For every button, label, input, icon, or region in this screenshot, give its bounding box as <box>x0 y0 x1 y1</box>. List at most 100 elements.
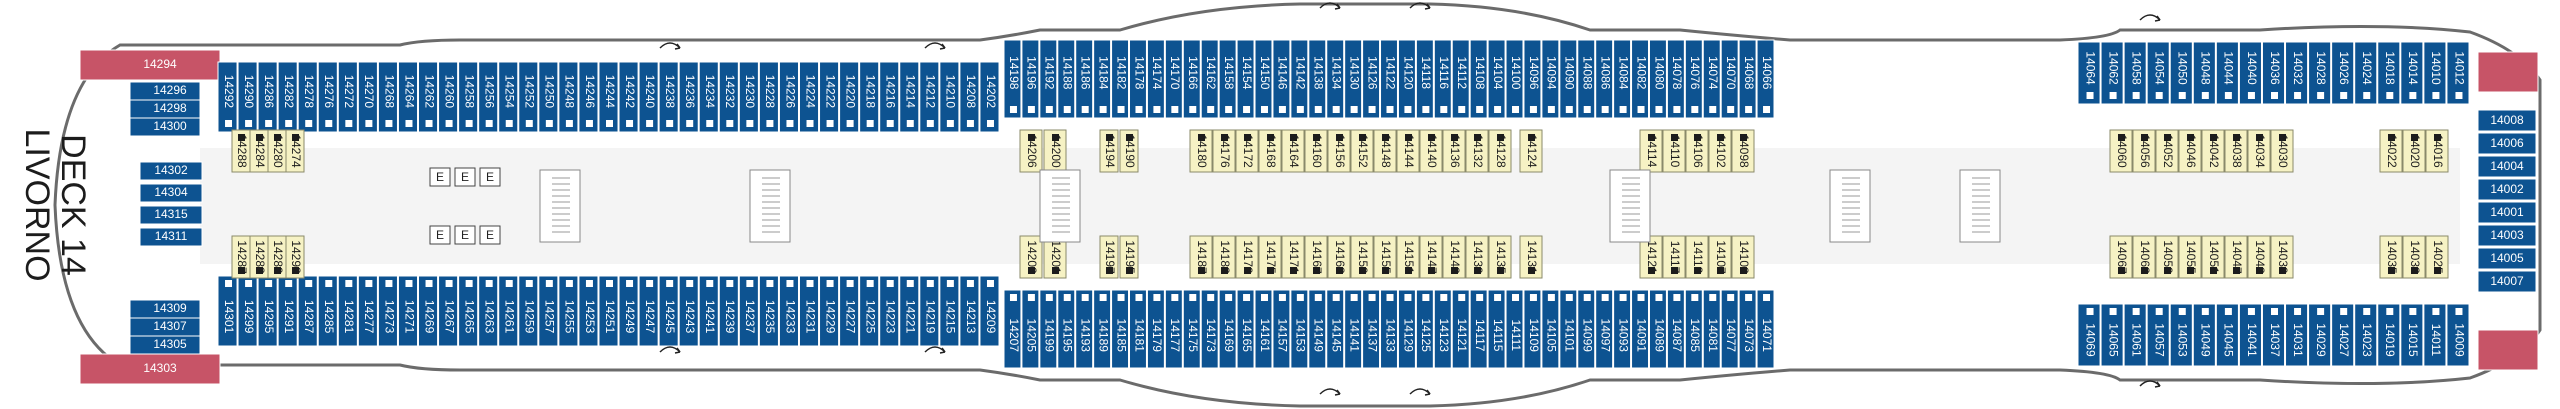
cabin-14046[interactable]: 14046 <box>2178 129 2202 173</box>
cabin-14155[interactable]: 14155 <box>1373 235 1397 279</box>
cabin-14169[interactable]: 14169 <box>1218 289 1237 369</box>
cabin-14202[interactable]: 14202 <box>979 61 1000 133</box>
cabin-14190[interactable]: 14190 <box>1119 129 1139 173</box>
cabin-14208[interactable]: 14208 <box>959 61 980 133</box>
cabin-14063[interactable]: 14063 <box>2132 235 2156 279</box>
cabin-14182[interactable]: 14182 <box>1111 39 1130 119</box>
cabin-14252[interactable]: 14252 <box>518 61 539 133</box>
cabin-14220[interactable]: 14220 <box>839 61 860 133</box>
cabin-14099[interactable]: 14099 <box>1577 289 1596 369</box>
cabin-14232[interactable]: 14232 <box>718 61 739 133</box>
cabin-14273[interactable]: 14273 <box>377 275 398 347</box>
cabin-14274[interactable]: 14274 <box>285 129 305 173</box>
cabin-14011[interactable]: 14011 <box>2423 303 2447 367</box>
cabin-14121[interactable]: 14121 <box>1639 235 1663 279</box>
cabin-14197[interactable]: 14197 <box>1099 235 1119 279</box>
cabin-14108[interactable]: 14108 <box>1469 39 1488 119</box>
cabin-14024[interactable]: 14024 <box>2354 41 2378 105</box>
cabin-14160[interactable]: 14160 <box>1304 129 1328 173</box>
cabin-14311[interactable]: 14311 <box>139 227 203 247</box>
cabin-14117[interactable]: 14117 <box>1469 289 1488 369</box>
cabin-14212[interactable]: 14212 <box>919 61 940 133</box>
cabin-14224[interactable]: 14224 <box>798 61 820 133</box>
cabin-14282[interactable]: 14282 <box>277 61 298 133</box>
cabin-14040[interactable]: 14040 <box>2238 41 2262 105</box>
cabin-14164[interactable]: 14164 <box>1281 129 1305 173</box>
cabin-14090[interactable]: 14090 <box>1559 39 1578 119</box>
cabin-14038[interactable]: 14038 <box>2224 129 2248 173</box>
cabin-14278[interactable]: 14278 <box>297 61 318 133</box>
cabin-14009[interactable]: 14009 <box>2446 303 2470 367</box>
cabin-14109[interactable]: 14109 <box>1523 289 1542 369</box>
cabin-14259[interactable]: 14259 <box>518 275 539 347</box>
cabin-14168[interactable]: 14168 <box>1258 129 1282 173</box>
cabin-14117[interactable]: 14117 <box>1662 235 1686 279</box>
cabin-14047[interactable]: 14047 <box>2224 235 2248 279</box>
cabin-14143[interactable]: 14143 <box>1442 235 1466 279</box>
cabin-14170[interactable]: 14170 <box>1164 39 1183 119</box>
cabin-14175[interactable]: 14175 <box>1182 289 1201 369</box>
cabin-14305[interactable]: 14305 <box>129 335 201 355</box>
cabin-14069[interactable]: 14069 <box>2077 303 2101 367</box>
suite-14012[interactable] <box>2477 51 2539 93</box>
cabin-14120[interactable]: 14120 <box>1397 39 1416 119</box>
cabin-14206[interactable]: 14206 <box>1019 129 1043 173</box>
cabin-14187[interactable]: 14187 <box>1189 235 1213 279</box>
cabin-14104[interactable]: 14104 <box>1487 39 1506 119</box>
cabin-14059[interactable]: 14059 <box>2155 235 2179 279</box>
cabin-14298[interactable]: 14298 <box>129 99 201 119</box>
cabin-14058[interactable]: 14058 <box>2123 41 2147 105</box>
cabin-14304[interactable]: 14304 <box>139 183 203 203</box>
cabin-14118[interactable]: 14118 <box>1415 39 1434 119</box>
cabin-14270[interactable]: 14270 <box>357 61 378 133</box>
cabin-14002[interactable]: 14002 <box>2477 178 2537 201</box>
cabin-14016[interactable]: 14016 <box>2425 129 2449 173</box>
cabin-14179[interactable]: 14179 <box>1235 235 1259 279</box>
cabin-14115[interactable]: 14115 <box>1487 289 1506 369</box>
cabin-14093[interactable]: 14093 <box>1613 289 1632 369</box>
cabin-14073[interactable]: 14073 <box>1738 289 1757 369</box>
cabin-14112[interactable]: 14112 <box>1451 39 1470 119</box>
cabin-14071[interactable]: 14071 <box>1756 289 1775 369</box>
cabin-14027[interactable]: 14027 <box>2331 303 2355 367</box>
cabin-14174[interactable]: 14174 <box>1146 39 1165 119</box>
cabin-14131[interactable]: 14131 <box>1519 235 1543 279</box>
cabin-14005[interactable]: 14005 <box>2477 247 2537 270</box>
cabin-14181[interactable]: 14181 <box>1129 289 1147 369</box>
cabin-14163[interactable]: 14163 <box>1327 235 1351 279</box>
cabin-14248[interactable]: 14248 <box>558 61 579 133</box>
cabin-14183[interactable]: 14183 <box>1212 235 1236 279</box>
cabin-14146[interactable]: 14146 <box>1272 39 1291 119</box>
cabin-14233[interactable]: 14233 <box>778 275 799 347</box>
cabin-14012[interactable]: 14012 <box>2446 41 2470 105</box>
cabin-14265[interactable]: 14265 <box>458 275 479 347</box>
cabin-14008[interactable]: 14008 <box>2477 109 2537 132</box>
cabin-14018[interactable]: 14018 <box>2377 41 2401 105</box>
cabin-14216[interactable]: 14216 <box>879 61 900 133</box>
cabin-14085[interactable]: 14085 <box>1684 289 1703 369</box>
cabin-14056[interactable]: 14056 <box>2132 129 2156 173</box>
cabin-14222[interactable]: 14222 <box>819 61 840 133</box>
cabin-14213[interactable]: 14213 <box>959 275 980 347</box>
cabin-14180[interactable]: 14180 <box>1189 129 1213 173</box>
cabin-14271[interactable]: 14271 <box>397 275 419 347</box>
cabin-14254[interactable]: 14254 <box>498 61 519 133</box>
cabin-14130[interactable]: 14130 <box>1344 39 1363 119</box>
cabin-14116[interactable]: 14116 <box>1433 39 1452 119</box>
cabin-14154[interactable]: 14154 <box>1236 39 1255 119</box>
cabin-14049[interactable]: 14049 <box>2192 303 2216 367</box>
cabin-14022[interactable]: 14022 <box>2379 129 2403 173</box>
cabin-14159[interactable]: 14159 <box>1350 235 1374 279</box>
cabin-14161[interactable]: 14161 <box>1254 289 1273 369</box>
cabin-14284[interactable]: 14284 <box>249 129 269 173</box>
cabin-14064[interactable]: 14064 <box>2077 41 2101 105</box>
cabin-14054[interactable]: 14054 <box>2146 41 2170 105</box>
cabin-14132[interactable]: 14132 <box>1465 129 1489 173</box>
cabin-14133[interactable]: 14133 <box>1380 289 1398 369</box>
cabin-14158[interactable]: 14158 <box>1218 39 1237 119</box>
cabin-14260[interactable]: 14260 <box>438 61 459 133</box>
cabin-14193[interactable]: 14193 <box>1075 289 1094 369</box>
cabin-14135[interactable]: 14135 <box>1488 235 1512 279</box>
cabin-14060[interactable]: 14060 <box>2109 129 2133 173</box>
cabin-14288[interactable]: 14288 <box>231 129 251 173</box>
